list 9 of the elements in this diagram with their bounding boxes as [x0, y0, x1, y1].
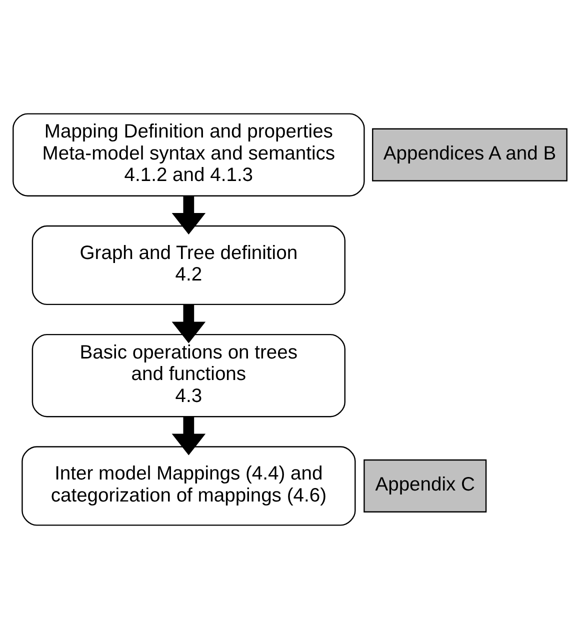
arrow [172, 196, 206, 234]
node-box: Basic operations on trees and functions 4.3 [32, 334, 346, 418]
node-box: Appendix C [364, 459, 487, 512]
arrow [172, 304, 206, 344]
node-box: Mapping Definition and properties Meta-model syntax and semantics 4.1.2 and 4.1.3 [12, 113, 365, 196]
node-box: Inter model Mappings (4.4) and categorization of mappings (4.6) [22, 446, 356, 526]
arrow [172, 416, 206, 456]
node-box: Appendices A and B [372, 128, 568, 182]
node-box: Graph and Tree definition 4.2 [32, 225, 346, 306]
